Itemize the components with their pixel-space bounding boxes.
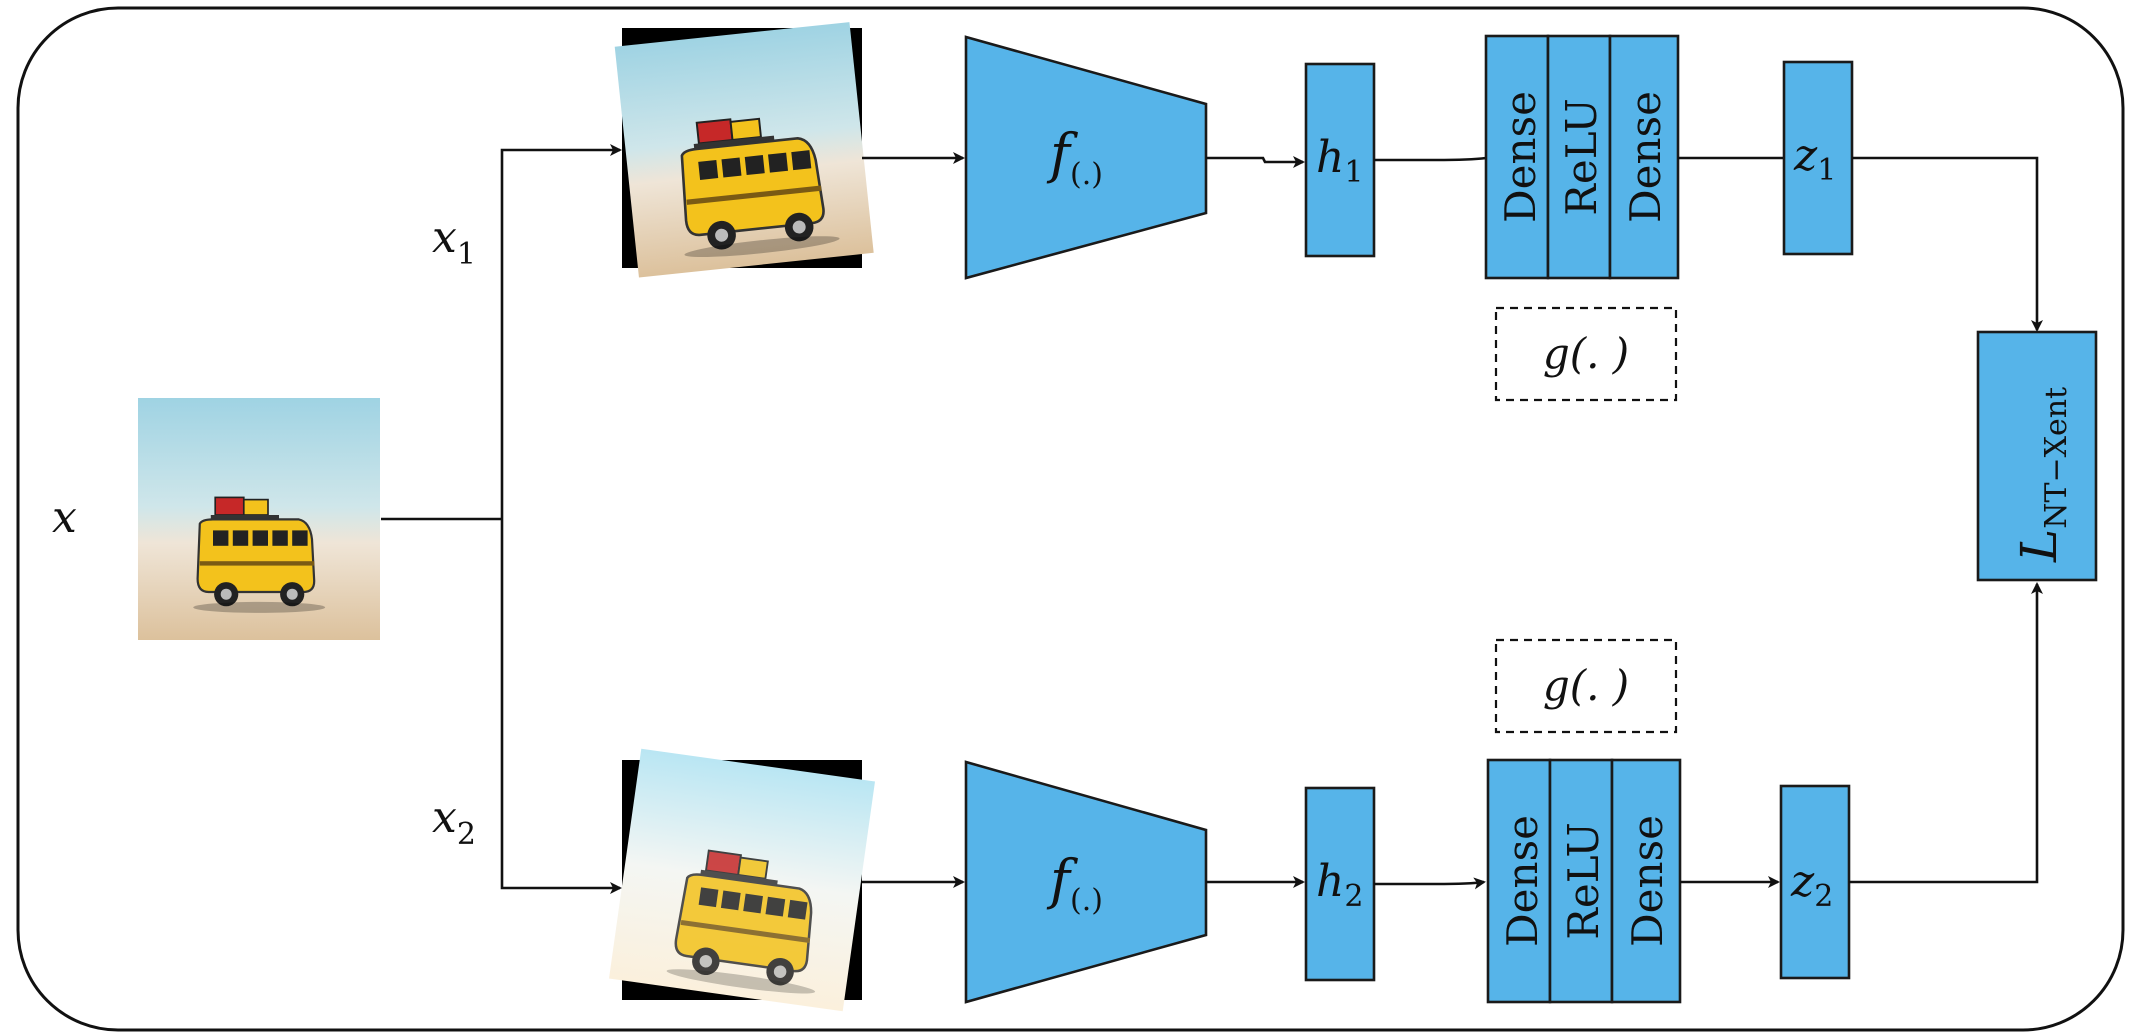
view-2-label: x2 bbox=[432, 792, 476, 852]
z1-block bbox=[1782, 60, 1854, 256]
svg-text:g(. ): g(. ) bbox=[1543, 661, 1629, 710]
z1-to-loss-arrow bbox=[1852, 156, 2043, 332]
h2-to-projection-arrow bbox=[1374, 877, 1486, 890]
proj1-layer-3: Dense bbox=[1621, 91, 1670, 223]
branch-2-connector bbox=[500, 519, 622, 894]
z1-label: z1 bbox=[1793, 130, 1836, 188]
projection-label-2: g(. ) bbox=[1494, 638, 1678, 734]
view-1-label: x1 bbox=[432, 212, 476, 272]
proj2-layer-3: Dense bbox=[1623, 815, 1672, 947]
svg-text:g(. ): g(. ) bbox=[1543, 329, 1629, 378]
loss-label: LNT−Xent bbox=[2010, 387, 2074, 563]
proj1-layer-2: ReLU bbox=[1557, 98, 1606, 215]
encoder-1 bbox=[964, 35, 1208, 280]
projection-head-2: Dense ReLU Dense bbox=[1486, 758, 1682, 1004]
proj2-layer-2: ReLU bbox=[1559, 822, 1608, 939]
outer-frame bbox=[16, 6, 2125, 1032]
h1-to-projection-line bbox=[1374, 156, 1487, 162]
view-1-image bbox=[614, 22, 874, 278]
projection-head-1: Dense ReLU Dense bbox=[1484, 34, 1680, 280]
encoder1-to-h1-arrow bbox=[1206, 156, 1305, 168]
loss-block bbox=[1976, 330, 2098, 582]
z2-label: z2 bbox=[1790, 856, 1833, 914]
branch-1-connector bbox=[500, 144, 622, 519]
h1-label: h1 bbox=[1316, 132, 1363, 190]
proj1-layer-1: Dense bbox=[1496, 91, 1545, 223]
input-image bbox=[138, 398, 380, 640]
h2-label: h2 bbox=[1316, 856, 1363, 914]
input-label: x bbox=[52, 492, 77, 543]
projection-label-1: g(. ) bbox=[1494, 306, 1678, 402]
view-2-image bbox=[609, 748, 875, 1012]
z2-to-loss-arrow bbox=[1849, 582, 2043, 884]
proj2-layer-1: Dense bbox=[1498, 815, 1547, 947]
encoder-2 bbox=[964, 760, 1208, 1004]
h1-block bbox=[1304, 62, 1376, 258]
